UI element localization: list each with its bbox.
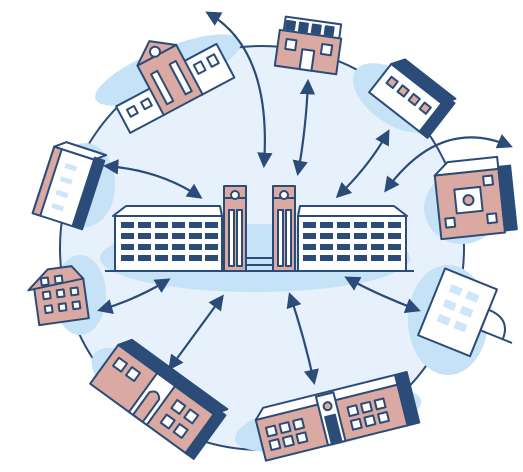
school-building-icon bbox=[115, 40, 236, 134]
arrow-left-lower bbox=[97, 278, 171, 315]
corner-building-icon bbox=[89, 338, 229, 460]
domed-building-icon bbox=[417, 267, 513, 358]
white-tower-icon bbox=[31, 141, 108, 231]
connection-arrows bbox=[97, 11, 513, 386]
central-windows bbox=[121, 222, 401, 261]
arrow-bottom-right bbox=[286, 292, 319, 386]
arrow-bottom-left bbox=[168, 294, 224, 371]
long-building-icon bbox=[254, 371, 421, 462]
arrow-right-lower bbox=[344, 276, 421, 313]
tower-building-icon bbox=[433, 155, 518, 241]
small-office-icon bbox=[273, 15, 343, 76]
arrow-top-left bbox=[205, 11, 273, 169]
arrow-right-upper bbox=[384, 134, 513, 193]
slanted-building-icon bbox=[368, 58, 457, 139]
central-building-icon bbox=[105, 185, 414, 272]
arrow-left-upper bbox=[102, 159, 203, 199]
arrow-top bbox=[292, 78, 316, 177]
brick-house-icon bbox=[27, 265, 90, 327]
